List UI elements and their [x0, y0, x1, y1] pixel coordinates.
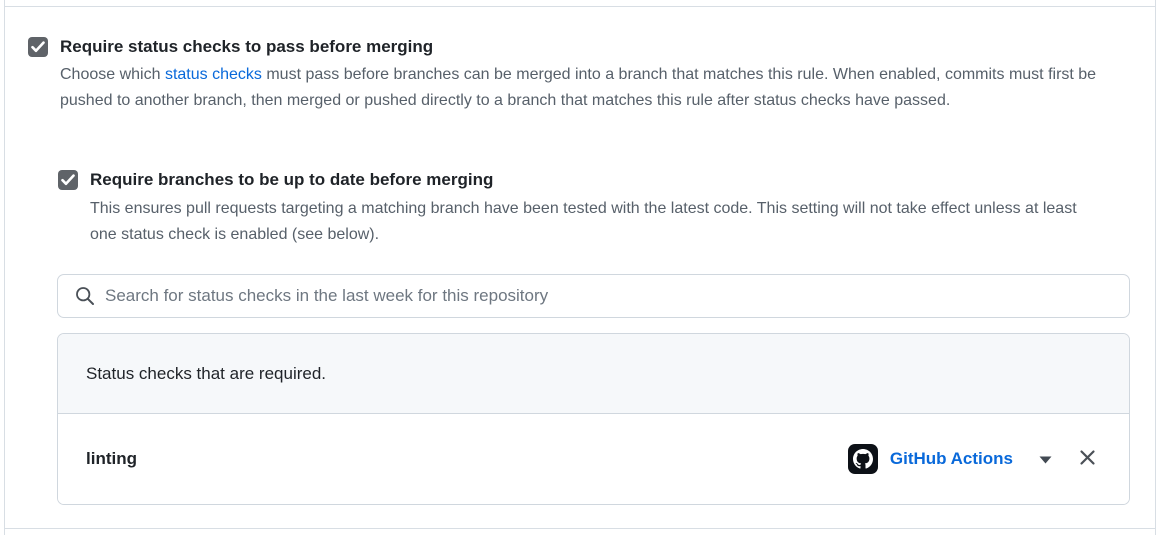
search-input[interactable]: [105, 286, 1115, 306]
app-select-dropdown[interactable]: [1037, 450, 1054, 469]
require-up-to-date-description: This ensures pull requests targeting a m…: [90, 200, 1077, 243]
search-icon: [75, 286, 95, 306]
status-check-controls: GitHub Actions: [847, 444, 1099, 474]
status-checks-link[interactable]: status checks: [164, 66, 262, 83]
close-icon: [1078, 448, 1097, 470]
checkmark-icon: [31, 41, 45, 53]
remove-status-check-button[interactable]: [1076, 446, 1099, 472]
require-up-to-date-label[interactable]: Require branches to be up to date before…: [90, 170, 494, 189]
status-check-name: linting: [86, 449, 137, 468]
status-check-search: [57, 274, 1130, 318]
panel-header: Status checks that are required.: [58, 334, 1129, 414]
require-status-checks-checkbox[interactable]: [28, 37, 48, 57]
description-text-before: Choose which: [60, 66, 165, 83]
card-bottom-divider: [4, 528, 1155, 529]
status-check-row: linting GitHub Actions: [58, 414, 1129, 504]
description-text-after: must pass before branches can be merged …: [60, 66, 1097, 109]
require-status-checks-description: Choose which status checks must pass bef…: [60, 62, 1122, 114]
card-left-border: [4, 0, 5, 535]
github-logo-icon: [847, 444, 878, 474]
checkmark-icon: [61, 174, 75, 186]
github-actions-link[interactable]: GitHub Actions: [889, 449, 1013, 468]
require-status-checks-label[interactable]: Require status checks to pass before mer…: [60, 37, 434, 56]
card-top-divider: [4, 6, 1155, 7]
required-status-checks-panel: Status checks that are required. linting…: [57, 333, 1130, 505]
chevron-down-icon: [1039, 452, 1052, 467]
panel-header-text: Status checks that are required.: [86, 363, 327, 383]
card-right-border: [1155, 0, 1156, 535]
require-up-to-date-checkbox[interactable]: [58, 170, 78, 190]
